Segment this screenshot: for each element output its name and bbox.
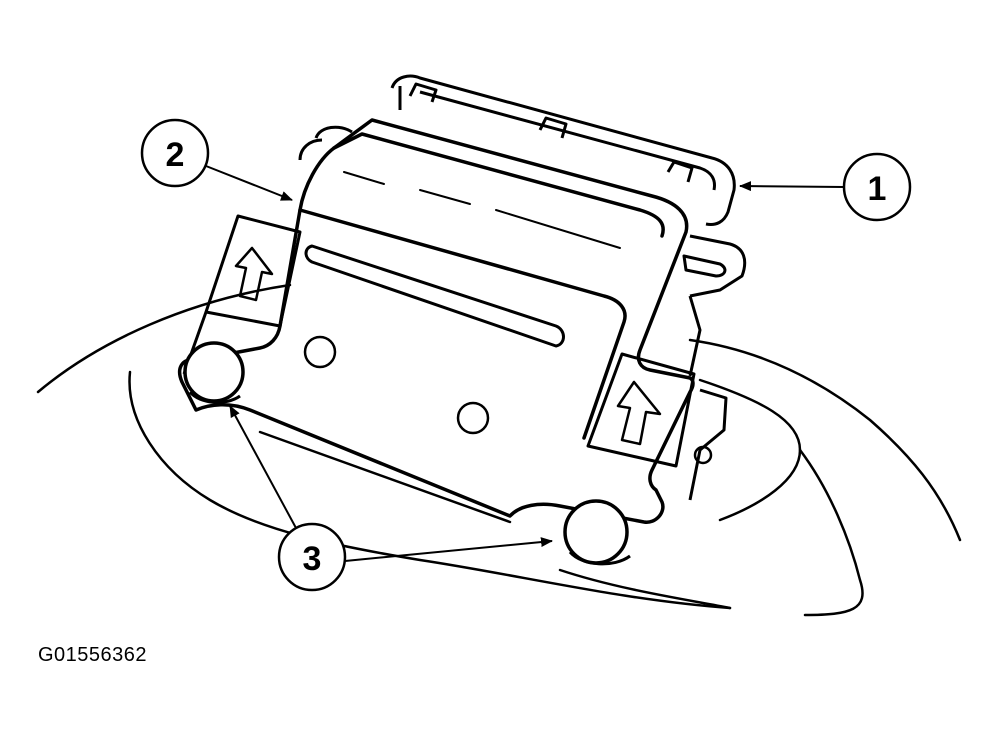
airbag-module-housing — [177, 118, 695, 524]
callout-3: 3 — [229, 405, 553, 592]
callout-1: 1 — [739, 152, 912, 222]
figure-id-label: G01556362 — [38, 644, 148, 666]
callout-3-label: 3 — [303, 540, 322, 578]
module-cover-frame — [298, 74, 736, 226]
dashboard-panel-outline — [36, 283, 962, 617]
callout-2-leader — [205, 165, 293, 201]
fastener-right — [563, 499, 631, 566]
callout-3-leader-right — [344, 537, 553, 562]
callout-2-label: 2 — [166, 136, 185, 174]
fastener-left — [183, 341, 245, 404]
right-orientation-label — [586, 352, 696, 468]
right-mounting-bracket — [682, 234, 747, 501]
callout-2: 2 — [140, 118, 293, 201]
callout-1-label: 1 — [868, 170, 887, 208]
callout-3-leader-left — [229, 405, 297, 529]
callout-1-leader — [739, 181, 845, 192]
